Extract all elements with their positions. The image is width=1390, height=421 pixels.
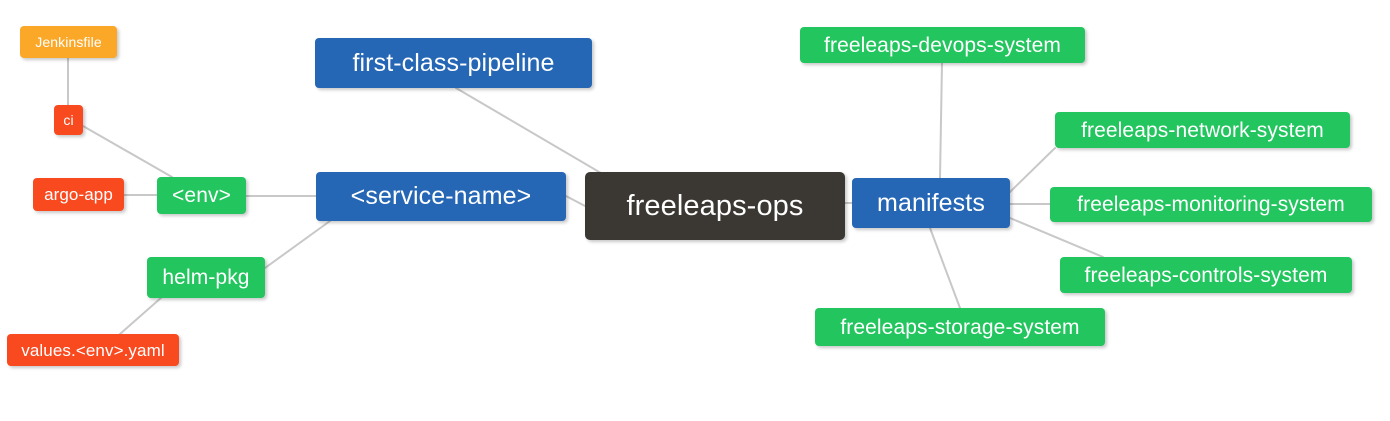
mindmap-node-storage[interactable]: freeleaps-storage-system (815, 308, 1105, 346)
mindmap-node-argoapp[interactable]: argo-app (33, 178, 124, 211)
edge-manifests-to-devops (939, 62, 943, 179)
mindmap-node-helm[interactable]: helm-pkg (147, 257, 265, 298)
edge-service-to-helm (264, 220, 331, 269)
mindmap-node-values[interactable]: values.<env>.yaml (7, 334, 179, 366)
mindmap-node-label: <env> (172, 184, 231, 207)
edge-env-to-ci (82, 125, 173, 178)
mindmap-node-network[interactable]: freeleaps-network-system (1055, 112, 1350, 148)
mindmap-node-label: <service-name> (350, 182, 532, 210)
mindmap-node-label: helm-pkg (162, 266, 250, 289)
mindmap-node-service[interactable]: <service-name> (316, 172, 566, 221)
edge-root-to-service (565, 195, 586, 207)
edge-manifests-to-storage (929, 227, 961, 309)
mindmap-node-label: values.<env>.yaml (21, 340, 165, 360)
mindmap-node-monitoring[interactable]: freeleaps-monitoring-system (1050, 187, 1372, 222)
mindmap-node-ci[interactable]: ci (54, 105, 83, 135)
mindmap-node-label: first-class-pipeline (352, 48, 555, 77)
mindmap-node-label: argo-app (44, 185, 113, 204)
mindmap-node-controls[interactable]: freeleaps-controls-system (1060, 257, 1352, 293)
mindmap-node-label: freeleaps-ops (626, 189, 804, 222)
mindmap-node-pipeline[interactable]: first-class-pipeline (315, 38, 592, 88)
edge-manifests-to-network (1009, 147, 1056, 193)
mindmap-node-label: ci (63, 112, 74, 128)
mindmap-node-label: freeleaps-network-system (1081, 118, 1324, 142)
mindmap-node-env[interactable]: <env> (157, 177, 246, 214)
edge-helm-to-values (119, 296, 163, 335)
mindmap-node-label: manifests (877, 188, 985, 217)
mindmap-node-label: Jenkinsfile (35, 34, 102, 50)
edge-manifests-to-controls (1009, 217, 1104, 258)
mindmap-node-jenkinsfile[interactable]: Jenkinsfile (20, 26, 117, 58)
mindmap-node-label: freeleaps-controls-system (1084, 263, 1328, 287)
mindmap-node-label: freeleaps-storage-system (840, 315, 1080, 339)
mindmap-node-manifests[interactable]: manifests (852, 178, 1010, 228)
mindmap-node-label: freeleaps-devops-system (824, 33, 1061, 57)
mindmap-node-label: freeleaps-monitoring-system (1077, 193, 1345, 216)
mindmap-node-devops[interactable]: freeleaps-devops-system (800, 27, 1085, 63)
mindmap-node-root[interactable]: freeleaps-ops (585, 172, 845, 240)
